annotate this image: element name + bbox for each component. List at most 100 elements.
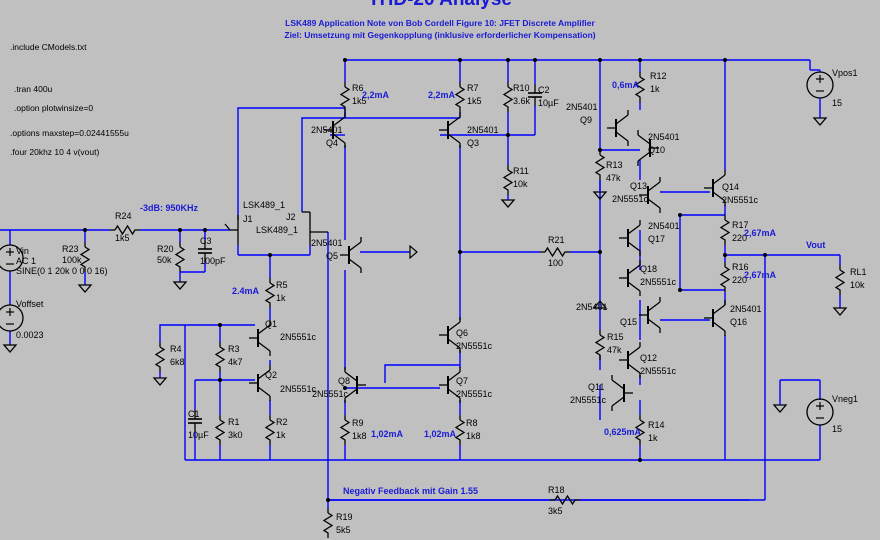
c2-label: C2 <box>538 85 550 95</box>
filter-annotation: -3dB: 950KHz <box>140 203 199 213</box>
r9-label: R9 <box>352 418 364 428</box>
q11-label: Q11 <box>588 382 604 392</box>
vin-line1: AC 1 <box>16 256 36 266</box>
resistor-r11[interactable] <box>503 164 513 196</box>
r19-value: 5k5 <box>336 525 351 535</box>
resistor-r21[interactable] <box>539 247 571 257</box>
j1-label: J1 <box>243 214 253 224</box>
q7-label: Q7 <box>456 376 468 386</box>
j2-model: LSK489_1 <box>256 225 298 235</box>
r10-label: R10 <box>513 83 530 93</box>
r11-label: R11 <box>513 166 529 176</box>
q17-label: Q17 <box>648 234 665 244</box>
r9-value: 1k8 <box>352 431 367 441</box>
directive-option: .option plotwinsize=0 <box>14 103 93 113</box>
vneg-value: 15 <box>832 424 842 434</box>
q12-label: Q12 <box>640 353 657 363</box>
resistor-r20[interactable] <box>175 241 185 273</box>
transistor-q12[interactable] <box>618 341 641 379</box>
r5-current: 2.4mA <box>232 286 260 296</box>
r3-value: 4k7 <box>228 357 243 367</box>
r21-value: 100 <box>548 258 563 268</box>
r18-label: R18 <box>548 485 565 495</box>
c1-value: 10µF <box>188 430 209 440</box>
transistor-q16[interactable] <box>703 299 726 337</box>
resistor-r5[interactable] <box>265 277 275 309</box>
r6-current: 2,2mA <box>362 90 390 100</box>
subtitle-1: LSK489 Application Note von Bob Cordell … <box>285 18 595 28</box>
r9-current: 1,02mA <box>371 429 404 439</box>
resistor-r17[interactable] <box>720 214 730 246</box>
r12-value: 1k <box>650 84 660 94</box>
source-vpos[interactable] <box>806 71 834 99</box>
q15-label: Q15 <box>620 317 637 327</box>
r18-value: 3k5 <box>548 506 563 516</box>
r7-label: R7 <box>467 83 479 93</box>
r24-value: 1k5 <box>115 233 130 243</box>
directive-four: .four 20khz 10 4 v(vout) <box>10 147 99 157</box>
vpos-value: 15 <box>832 98 842 108</box>
source-vneg[interactable] <box>806 398 834 426</box>
transistor-q15[interactable] <box>638 296 661 334</box>
subtitle-2: Ziel: Umsetzung mit Gegenkopplung (inklu… <box>284 30 595 40</box>
resistor-r3[interactable] <box>215 341 225 373</box>
q6-model: 2N5551c <box>456 341 493 351</box>
resistor-r7[interactable] <box>455 81 465 113</box>
ground-r4 <box>153 377 167 386</box>
q13-label: Q13 <box>630 181 647 191</box>
q9-model: 2N5401 <box>566 102 598 112</box>
ground-flag-q15 <box>592 300 608 309</box>
resistor-r10[interactable] <box>503 81 513 113</box>
r14-value: 1k <box>648 433 658 443</box>
resistor-r15[interactable] <box>595 329 605 361</box>
voffset-label: Voffset <box>16 299 44 309</box>
q17-model: 2N5401 <box>648 221 680 231</box>
q1-label: Q1 <box>265 319 277 329</box>
r13-label: R13 <box>606 160 623 170</box>
resistor-rl1[interactable] <box>835 264 845 296</box>
jfet-j2[interactable] <box>302 211 328 245</box>
j2-label: J2 <box>286 212 296 222</box>
vpos-label: Vpos1 <box>832 68 858 78</box>
q3-label: Q3 <box>467 138 479 148</box>
transistor-q18[interactable] <box>618 259 641 297</box>
transistor-q5[interactable] <box>339 236 362 274</box>
r8-value: 1k8 <box>466 431 481 441</box>
resistor-r2[interactable] <box>265 414 275 446</box>
resistor-r8[interactable] <box>455 414 465 446</box>
ground-vin <box>3 344 17 353</box>
resistor-r9[interactable] <box>340 414 350 446</box>
r23-value: 100k <box>62 255 82 265</box>
r8-label: R8 <box>466 418 478 428</box>
q18-model: 2N5551c <box>640 277 677 287</box>
r12-label: R12 <box>650 71 667 81</box>
r1-value: 3k0 <box>228 430 243 440</box>
q10-label: Q10 <box>648 145 665 155</box>
r3-label: R3 <box>228 344 240 354</box>
vneg-label: Vneg1 <box>832 394 858 404</box>
r1-label: R1 <box>228 417 240 427</box>
transistor-q11[interactable] <box>611 374 634 412</box>
ground-r20 <box>173 281 187 290</box>
r15-label: R15 <box>607 332 624 342</box>
q5-label: Q5 <box>326 251 338 261</box>
jfet-j1[interactable] <box>224 215 239 245</box>
directive-include: .include CModels.txt <box>10 42 87 52</box>
transistor-q9[interactable] <box>606 109 629 147</box>
voffset-value: 0.0023 <box>16 330 44 340</box>
ground-vpos <box>813 117 827 126</box>
feedback-annotation: Negativ Feedback mit Gain 1.55 <box>343 486 478 496</box>
q8-label: Q8 <box>338 376 350 386</box>
resistor-r13[interactable] <box>595 149 605 181</box>
resistor-r16[interactable] <box>720 261 730 293</box>
resistor-r19[interactable] <box>323 507 333 539</box>
r21-label: R21 <box>548 235 565 245</box>
vin-label: Vin <box>16 246 29 256</box>
j1-model: LSK489_1 <box>243 200 285 210</box>
transistor-q17[interactable] <box>618 219 641 257</box>
resistor-r18[interactable] <box>549 495 581 505</box>
resistor-r4[interactable] <box>155 341 165 373</box>
ground-flag-q5 <box>409 244 418 260</box>
resistor-r1[interactable] <box>215 414 225 446</box>
